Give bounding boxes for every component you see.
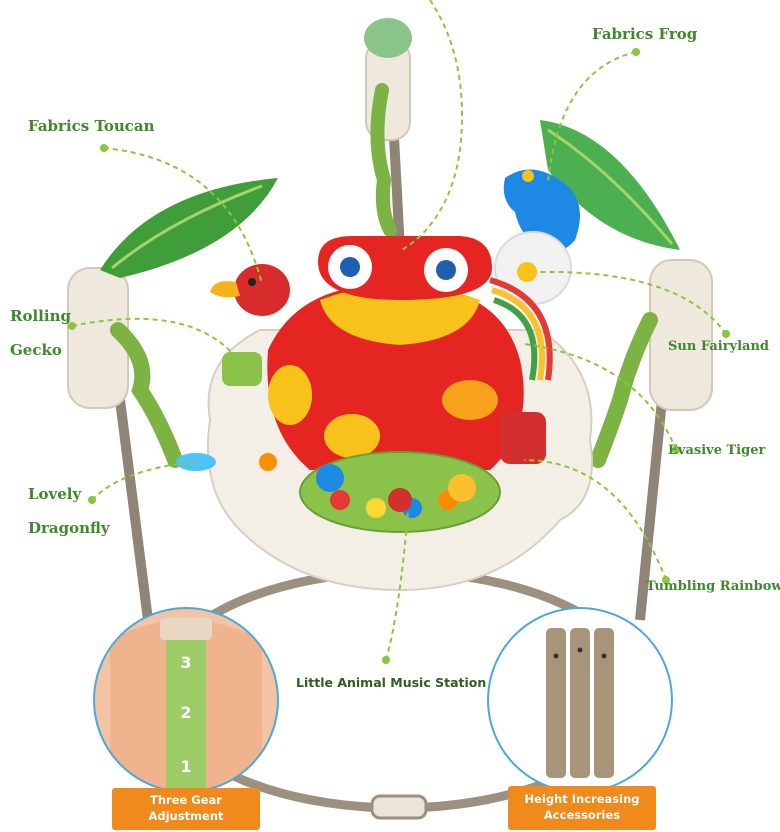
toucan-beak bbox=[210, 281, 240, 298]
dragonfly-bead bbox=[259, 453, 277, 471]
sun-fairyland-sun bbox=[517, 262, 537, 282]
tag-three-gear-text: Three Gear Adjustment bbox=[148, 793, 224, 823]
leader-dot-dragonfly bbox=[88, 496, 96, 504]
gear-number-1: 1 bbox=[180, 757, 191, 776]
label-rolling-gecko-2: Gecko bbox=[10, 341, 62, 359]
leader-dot-rainbow bbox=[662, 576, 670, 584]
frog-spot-3 bbox=[442, 380, 498, 420]
leg-right bbox=[635, 399, 667, 621]
vine-center bbox=[370, 83, 397, 237]
gear-number-2: 2 bbox=[180, 703, 191, 722]
pole-right bbox=[649, 259, 713, 411]
tag-three-gear: Three Gear Adjustment bbox=[112, 788, 260, 830]
music-flower bbox=[448, 474, 476, 502]
tag-height-line1: Height Increasing bbox=[524, 792, 640, 807]
base-clip bbox=[370, 794, 428, 820]
inset-height-tube-3 bbox=[594, 628, 614, 778]
rainbow-arc bbox=[489, 277, 553, 381]
label-evasive-tiger: Evasive Tiger bbox=[668, 443, 766, 458]
inset-gear-strap bbox=[166, 620, 206, 792]
frog-pupil-right bbox=[436, 260, 456, 280]
toucan-body bbox=[234, 264, 290, 316]
leader-center-pole bbox=[401, 0, 463, 251]
inset-height-hole-3 bbox=[601, 653, 607, 659]
inset-height-tube-1 bbox=[546, 628, 566, 778]
label-rolling-gecko-1: Rolling bbox=[10, 307, 71, 325]
toucan-eye bbox=[248, 278, 256, 286]
leader-rolling-gecko bbox=[71, 317, 245, 369]
leader-sun-fairyland bbox=[539, 270, 727, 335]
leader-tumbling-rainbow bbox=[523, 459, 667, 581]
tag-height-line2: Accessories bbox=[543, 808, 621, 822]
inset-height-tube-2 bbox=[570, 628, 590, 778]
tiger-spinner bbox=[500, 412, 546, 464]
vine-left bbox=[110, 322, 183, 468]
gecko-toy bbox=[222, 352, 262, 386]
leader-dot-toucan bbox=[100, 144, 108, 152]
label-lovely-dragonfly-1: Lovely bbox=[28, 485, 82, 503]
leader-dot-tiger bbox=[672, 446, 680, 454]
tag-height-accessories: Height Increasing Accessories bbox=[508, 786, 656, 830]
leader-dot-music bbox=[382, 656, 390, 664]
music-key-1 bbox=[330, 490, 350, 510]
music-key-2 bbox=[366, 498, 386, 518]
leg-left bbox=[115, 399, 153, 621]
leaf-right bbox=[540, 120, 680, 250]
gear-number-3: 3 bbox=[180, 653, 191, 672]
frog-pupil-left bbox=[340, 257, 360, 277]
label-music-station: Little Animal Music Station bbox=[296, 675, 487, 690]
label-fabrics-frog: Fabrics Frog bbox=[592, 25, 698, 43]
leader-music-station bbox=[385, 509, 409, 661]
leader-fabrics-frog bbox=[547, 51, 637, 183]
leader-fabrics-toucan bbox=[103, 147, 263, 285]
music-elephant bbox=[316, 464, 344, 492]
label-lovely-dragonfly-2: Dragonfly bbox=[28, 519, 110, 537]
leaf-right-shade bbox=[547, 128, 674, 245]
frog-spot-2 bbox=[324, 414, 380, 458]
inset-height-hole-1 bbox=[553, 653, 559, 659]
pole-center-cap bbox=[364, 18, 412, 58]
rainbow-arc-3 bbox=[493, 297, 538, 381]
label-fabrics-toucan: Fabrics Toucan bbox=[28, 117, 155, 135]
leaf-left bbox=[100, 178, 278, 278]
leader-dot-frog bbox=[632, 48, 640, 56]
leader-dot-sun bbox=[722, 330, 730, 338]
leader-lovely-dragonfly bbox=[91, 461, 195, 501]
music-bird bbox=[388, 488, 412, 512]
leader-evasive-tiger bbox=[523, 343, 677, 451]
inset-gear-buckle bbox=[160, 618, 212, 640]
frog-spot-1 bbox=[268, 365, 312, 425]
label-sun-fairyland: Sun Fairyland bbox=[668, 339, 770, 354]
leaf-left-shade bbox=[111, 184, 263, 270]
label-tumbling-rainbow: Tumbling Rainbow bbox=[646, 579, 780, 594]
frog-seat-belly bbox=[320, 285, 480, 345]
dragonfly-toy bbox=[176, 453, 216, 471]
blue-frog-toy bbox=[503, 169, 580, 252]
leader-dot-gecko bbox=[68, 322, 76, 330]
rainbow-arc-2 bbox=[491, 287, 545, 381]
vine-right bbox=[590, 312, 658, 468]
inset-height-hole-2 bbox=[577, 647, 583, 653]
blue-frog-eye bbox=[522, 170, 534, 182]
